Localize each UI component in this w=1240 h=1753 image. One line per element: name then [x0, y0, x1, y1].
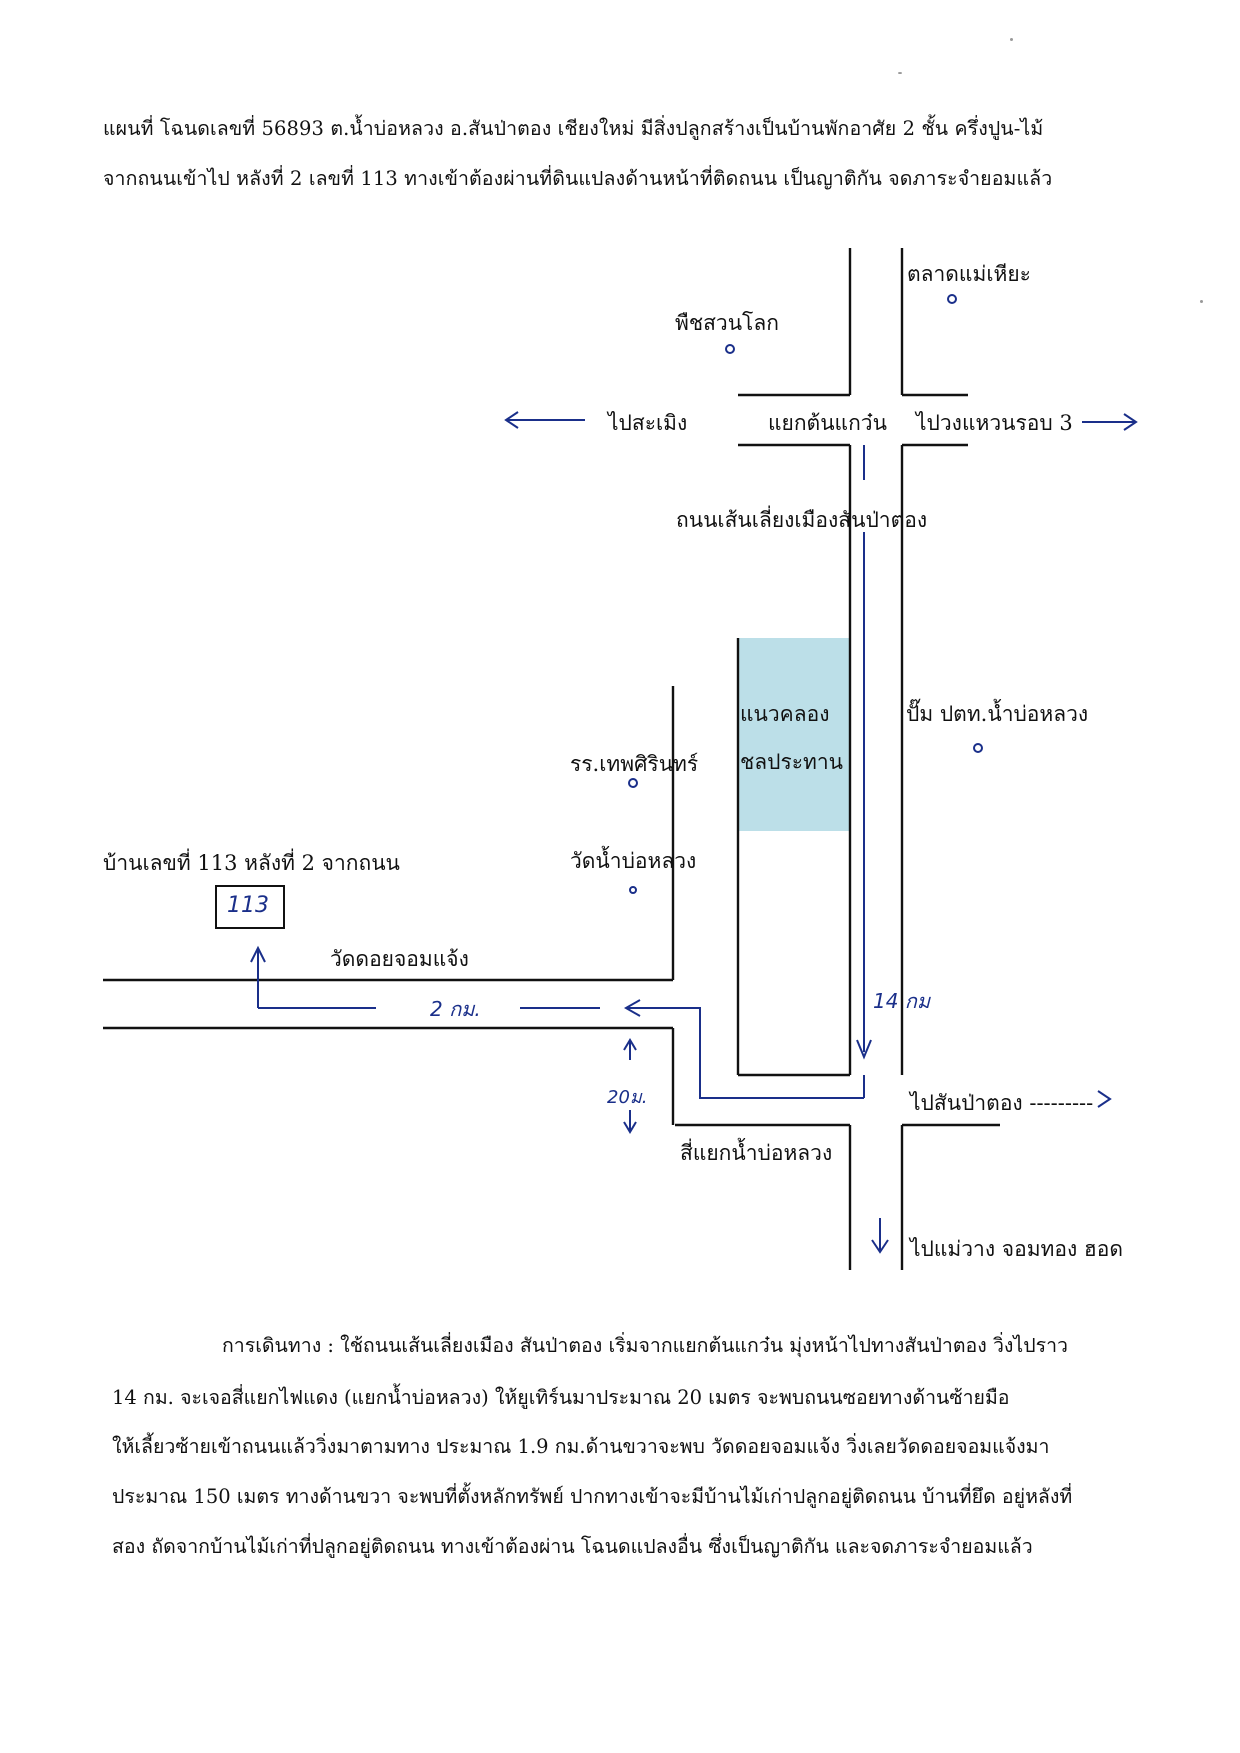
- house-number: 113: [227, 893, 269, 918]
- label-to-maewang: ไปแม่วาง จอมทอง ฮอด: [910, 1237, 1123, 1261]
- road-lines: [103, 248, 1000, 1270]
- label-school: รร.เทพศิรินทร์: [570, 752, 699, 776]
- handwritten-14km: 14 กม: [873, 989, 931, 1013]
- label-house: บ้านเลขที่ 113 หลังที่ 2 จากถนน: [103, 851, 400, 875]
- label-market: ตลาดแม่เหียะ: [907, 262, 1031, 286]
- scan-speck: [1200, 300, 1203, 303]
- handwritten-20m: 20ม.: [607, 1087, 648, 1108]
- gas-station-dot: [973, 743, 983, 753]
- label-four-way: สี่แยกน้ำบ่อหลวง: [680, 1141, 833, 1165]
- label-bypass-road: ถนนเส้นเลี่ยงเมืองสันป่าตอง: [676, 508, 928, 532]
- ring3-arrowhead: [1123, 413, 1138, 431]
- sanpatong-arrowhead: [1097, 1090, 1112, 1108]
- samoeng-arrowhead: [504, 411, 519, 429]
- route-up-arrowhead: [250, 945, 266, 963]
- canal-area: [738, 638, 850, 831]
- label-to-samoeng: ไปสะเมิง: [608, 411, 688, 435]
- route-pen-lines: [250, 411, 1138, 1254]
- label-to-sanpatong: ไปสันป่าตอง ---------: [910, 1091, 1094, 1115]
- directions-line-4: ประมาณ 150 เมตร ทางด้านขวา จะพบที่ตั้งหล…: [112, 1485, 1073, 1508]
- temple-nambolaung-dot: [629, 886, 637, 894]
- directions-line-2: 14 กม. จะเจอสี่แยกไฟแดง (แยกน้ำบ่อหลวง) …: [112, 1386, 1010, 1409]
- header-line-2: จากถนนเข้าไป หลังที่ 2 เลขที่ 113 ทางเข้…: [103, 167, 1053, 190]
- label-canal-1: แนวคลอง: [740, 702, 830, 726]
- dist-20m-down-arrowhead: [623, 1121, 637, 1134]
- plant-garden-dot: [725, 344, 735, 354]
- scan-speck: [898, 72, 902, 74]
- label-temple-nambolaung: วัดน้ำบ่อหลวง: [570, 849, 697, 873]
- maewang-arrowhead: [871, 1239, 889, 1254]
- handwritten-2km: 2 กม.: [430, 997, 481, 1021]
- route-uturn-path: [628, 1007, 864, 1099]
- header-line-1: แผนที่ โฉนดเลขที่ 56893 ต.น้ำบ่อหลวง อ.ส…: [103, 117, 1044, 140]
- dist-20m-up-arrowhead: [623, 1038, 637, 1051]
- route-down-arrowhead: [856, 1039, 872, 1060]
- location-markers: [628, 294, 983, 894]
- house-113-box: 113: [215, 885, 285, 929]
- directions-line-3: ให้เลี้ยวซ้ายเข้าถนนแล้ววิ่งมาตามทาง ประ…: [112, 1435, 1050, 1458]
- market-dot: [947, 294, 957, 304]
- label-plant-garden: พืชสวนโลก: [675, 311, 779, 335]
- label-intersection-tonkaew: แยกต้นแกว๋น: [768, 411, 887, 435]
- label-to-ring3: ไปวงแหวนรอบ 3: [916, 411, 1073, 435]
- route-left-arrowhead: [623, 999, 641, 1017]
- directions-line-5: สอง ถัดจากบ้านไม้เก่าที่ปลูกอยู่ติดถนน ท…: [112, 1535, 1033, 1558]
- label-gas-station: ปั๊ม ปตท.น้ำบ่อหลวง: [906, 702, 1089, 726]
- label-canal-2: ชลประทาน: [740, 750, 844, 774]
- school-dot: [628, 778, 638, 788]
- directions-line-1: การเดินทาง : ใช้ถนนเส้นเลี่ยงเมือง สันป่…: [222, 1334, 1068, 1357]
- label-temple-doi: วัดดอยจอมแจ้ง: [330, 947, 469, 971]
- scan-speck: [1010, 38, 1013, 41]
